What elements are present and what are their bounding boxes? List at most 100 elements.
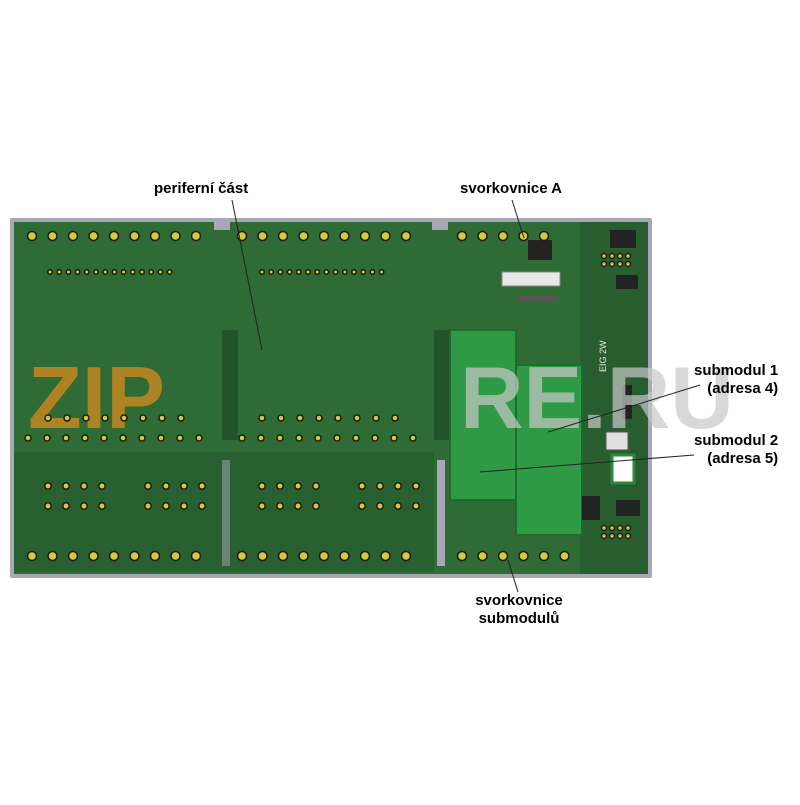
- pcb-pad: [26, 550, 38, 562]
- pcb-pad: [380, 230, 391, 242]
- pcb-pad: [93, 269, 99, 275]
- pcb-pad: [624, 532, 632, 540]
- pcb-pad: [44, 414, 52, 422]
- pcb-pad: [314, 269, 321, 275]
- pcb-pad: [360, 269, 367, 275]
- pcb-pad: [108, 230, 120, 242]
- pcb-pad: [315, 414, 323, 422]
- pcb-pad: [148, 269, 155, 275]
- pcb-pad: [238, 434, 246, 442]
- pcb-pad: [176, 434, 184, 442]
- pcb-pad: [318, 550, 330, 562]
- pcb-pad: [312, 502, 320, 510]
- pcb-pad: [305, 269, 311, 275]
- pcb-pad: [139, 269, 145, 275]
- pcb-pad: [149, 550, 161, 562]
- pcb-pad: [102, 269, 109, 275]
- pcb-pad: [44, 482, 52, 490]
- pcb-pad: [394, 502, 402, 510]
- pcb-pad: [477, 230, 488, 242]
- pcb-pad: [139, 414, 147, 422]
- label-peripheral-part: periferní část: [154, 180, 249, 197]
- pcb-pad: [624, 260, 632, 268]
- label-submodule-terminal: svorkovnice submodulů: [464, 592, 574, 628]
- pcb-pad: [111, 269, 118, 275]
- pcb-pad: [624, 252, 632, 260]
- pcb-pad: [351, 269, 357, 275]
- label-submodule-1-address: (adresa 4): [707, 380, 779, 397]
- pcb-pad: [378, 269, 385, 275]
- pcb-pad: [600, 252, 608, 260]
- pcb-pad: [120, 414, 128, 422]
- pcb-pad: [616, 252, 624, 260]
- pcb-pad: [352, 434, 360, 442]
- pcb-pad: [129, 269, 136, 275]
- pcb-pad: [120, 269, 127, 275]
- board-silkscreen-text: EIG 2W: [598, 340, 608, 372]
- pcb-pad: [616, 524, 624, 532]
- label-submodule-terminal-line1: svorkovnice: [475, 592, 563, 609]
- jumper-component: [622, 385, 632, 419]
- pcb-pad: [298, 550, 309, 562]
- pcb-strip: [222, 330, 238, 440]
- pcb-pad: [456, 550, 468, 562]
- pcb-pad: [312, 482, 320, 490]
- pcb-pad: [400, 230, 412, 242]
- pcb-pad: [477, 550, 488, 562]
- label-submodule-2: submodul 2 (adresa 5): [694, 432, 778, 468]
- pcb-pad: [258, 502, 266, 510]
- board-slot: [437, 460, 445, 566]
- pcb-pad: [180, 482, 188, 490]
- pcb-pad: [276, 434, 284, 442]
- pcb-pad: [409, 434, 417, 442]
- pcb-pad: [608, 532, 616, 540]
- pcb-pad: [162, 482, 170, 490]
- pcb-pad: [371, 434, 379, 442]
- pcb-pad: [166, 269, 173, 275]
- pcb-pad: [286, 269, 293, 275]
- pcb-pad: [26, 230, 38, 242]
- pcb-pad: [259, 269, 265, 275]
- pcb-pad: [257, 230, 268, 242]
- pcb-pad: [332, 269, 339, 275]
- pcb-pad: [616, 532, 624, 540]
- pcb-pad: [83, 269, 90, 275]
- pcb-pad: [80, 482, 88, 490]
- pcb-pad: [358, 482, 366, 490]
- pcb-pad: [624, 524, 632, 532]
- pcb-pad: [314, 434, 322, 442]
- pcb-pad: [98, 482, 106, 490]
- pcb-pad: [257, 550, 268, 562]
- watermark-right: RE.RU: [460, 348, 734, 447]
- pcb-pad: [88, 550, 99, 562]
- pcb-pad: [81, 434, 89, 442]
- leader-line-peripheral: [231, 199, 263, 351]
- board-notch: [214, 218, 230, 230]
- pcb-pad: [198, 482, 206, 490]
- pcb-pad: [294, 502, 302, 510]
- pcb-pad: [258, 414, 266, 422]
- label-terminal-a: svorkovnice A: [460, 180, 562, 197]
- pcb-pad: [295, 434, 303, 442]
- board-slot: [222, 460, 230, 566]
- pcb-pad: [43, 434, 51, 442]
- pcb-pad: [47, 269, 53, 275]
- pcb-pad: [333, 434, 341, 442]
- pcb-pad: [390, 434, 398, 442]
- connector-bar: [518, 296, 558, 302]
- label-submodule-1: submodul 1 (adresa 4): [694, 362, 778, 398]
- pcb-pad: [394, 482, 402, 490]
- pcb-pad: [400, 550, 412, 562]
- pcb-pad: [177, 414, 185, 422]
- board-notch: [432, 218, 448, 230]
- pcb-pad: [412, 482, 420, 490]
- pcb-pad: [195, 434, 203, 442]
- pad-group: [24, 230, 632, 562]
- pcb-pad: [323, 269, 330, 275]
- pcb-pad: [359, 230, 371, 242]
- pcb-pad: [298, 230, 309, 242]
- pcb-pad: [67, 230, 79, 242]
- pcb-pad: [538, 550, 550, 562]
- pcb-pad: [497, 550, 509, 562]
